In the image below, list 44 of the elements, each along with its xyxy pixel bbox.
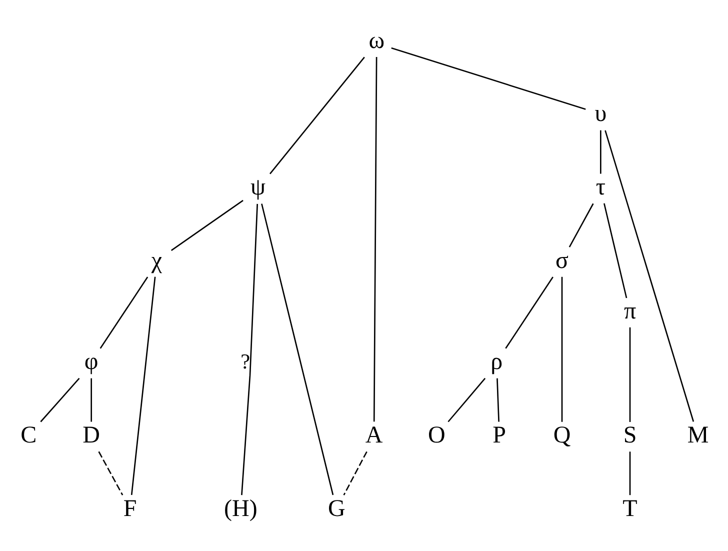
connector — [604, 130, 694, 422]
node-text: Q — [553, 422, 571, 448]
connector — [600, 130, 602, 174]
node-text: (H) — [224, 495, 258, 522]
connector — [448, 377, 486, 422]
connector — [261, 203, 334, 495]
connector — [130, 276, 156, 495]
connector — [343, 450, 368, 495]
connector — [496, 378, 500, 422]
connector — [391, 46, 586, 110]
connector — [98, 450, 124, 495]
connector — [90, 378, 92, 422]
node-text: F — [123, 495, 137, 522]
node-text: ρ — [490, 348, 503, 375]
node-text: M — [687, 422, 709, 448]
node-text: O — [428, 422, 446, 448]
node-text: S — [623, 422, 637, 448]
connector — [604, 202, 628, 298]
edge-label: ? — [240, 348, 250, 373]
node-text: G — [328, 495, 346, 522]
node-text: D — [82, 422, 100, 448]
node-text: A — [365, 422, 383, 448]
node-text: σ — [556, 247, 568, 274]
connector — [100, 276, 148, 348]
node-text: ω — [368, 27, 385, 54]
connector — [568, 202, 594, 247]
node-text: π — [624, 298, 636, 324]
connector — [629, 451, 631, 495]
connector — [629, 326, 631, 422]
connector — [270, 56, 365, 174]
node-text: C — [20, 422, 37, 448]
connector — [373, 56, 378, 422]
connector — [505, 276, 554, 348]
node-text: τ — [596, 174, 606, 200]
node-text: χ — [151, 247, 162, 274]
node-text: υ — [594, 100, 607, 127]
node-text: T — [622, 495, 638, 522]
connector — [561, 276, 563, 422]
connector — [170, 199, 244, 250]
node-text: ψ — [250, 174, 266, 200]
node-text: P — [492, 422, 506, 448]
node-text: φ — [84, 348, 98, 375]
connector — [40, 377, 80, 422]
connector — [241, 203, 258, 495]
